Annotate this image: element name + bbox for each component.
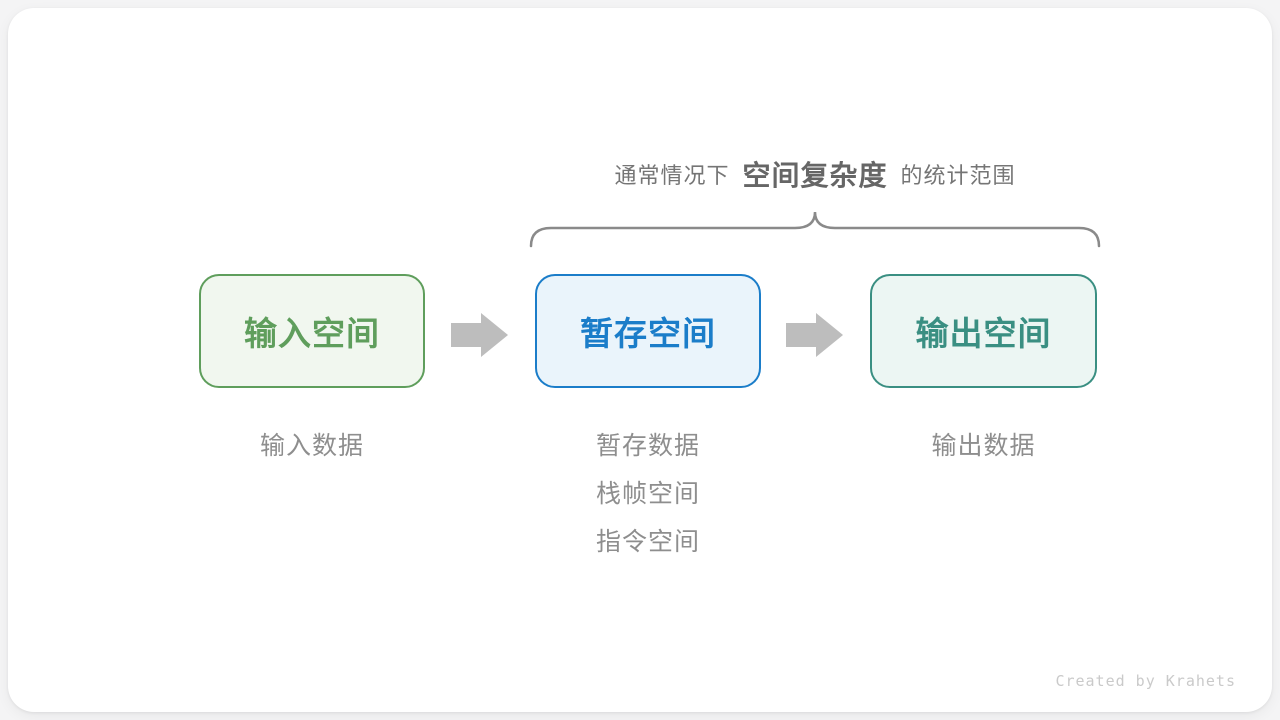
annotation-highlight: 空间复杂度	[742, 160, 888, 191]
diagram-card: 通常情况下 空间复杂度 的统计范围 输入空间 暂存空间 输出空间	[8, 8, 1272, 712]
space-box-output: 输出空间	[870, 274, 1097, 388]
right-arrow-icon	[451, 312, 509, 358]
notes-temp: 暂存数据 栈帧空间 指令空间	[535, 422, 761, 566]
note-line: 输入数据	[259, 432, 364, 460]
space-box-temp-label: 暂存空间	[580, 315, 716, 352]
space-box-output-label: 输出空间	[915, 315, 1052, 352]
watermark-credit: Created by Krahets	[1055, 672, 1236, 690]
notes-input: 输入数据	[199, 422, 425, 470]
note-line: 输出数据	[931, 432, 1036, 460]
annotation-prefix: 通常情况下	[614, 163, 730, 188]
annotation-title: 通常情况下 空间复杂度 的统计范围	[531, 154, 1099, 194]
right-arrow-icon	[786, 312, 844, 358]
space-box-input-label: 输入空间	[244, 315, 380, 352]
annotation-suffix: 的统计范围	[900, 163, 1016, 188]
brace-icon	[523, 204, 1107, 252]
note-line: 暂存数据	[595, 432, 700, 460]
note-line: 指令空间	[595, 528, 700, 556]
note-line: 栈帧空间	[595, 480, 700, 508]
space-box-temp: 暂存空间	[535, 274, 761, 388]
notes-output: 输出数据	[870, 422, 1097, 470]
space-box-input: 输入空间	[199, 274, 425, 388]
